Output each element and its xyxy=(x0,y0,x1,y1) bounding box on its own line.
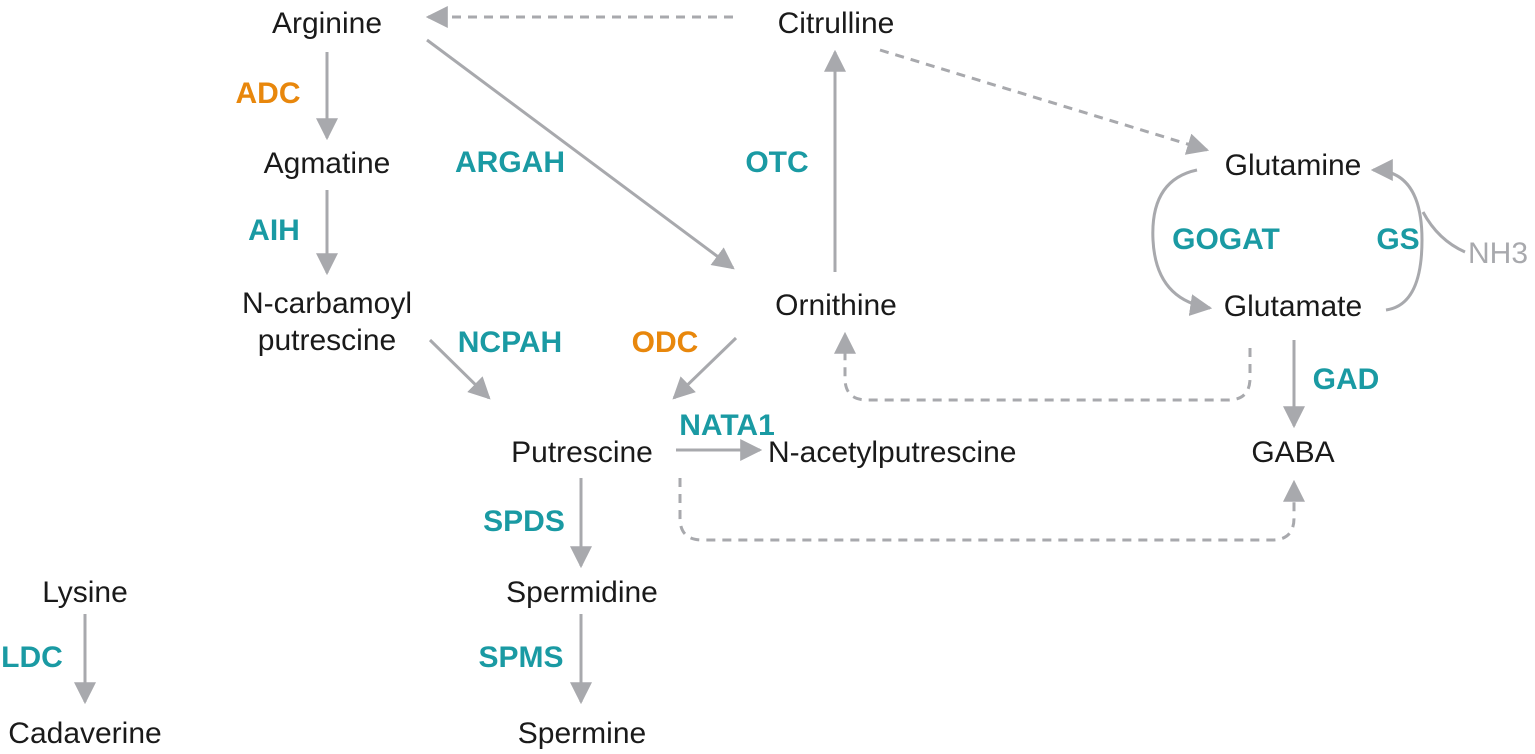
enzyme-otc: OTC xyxy=(745,146,808,179)
enzymes: ADC ARGAH OTC AIH GOGAT GS NCPAH ODC GAD… xyxy=(1,77,1420,674)
edge-ornithine-to-putrescine xyxy=(672,336,738,400)
metabolite-agmatine: Agmatine xyxy=(264,147,391,180)
metabolite-ornithine: Ornithine xyxy=(775,289,897,322)
metabolite-spermidine: Spermidine xyxy=(506,576,658,609)
metabolite-spermine: Spermine xyxy=(518,717,646,750)
edge-citrulline-to-glutamine xyxy=(879,48,1210,155)
edges xyxy=(74,6,1466,705)
enzyme-nata1: NATA1 xyxy=(679,409,775,442)
edge-glutamate-to-ornithine xyxy=(834,331,1252,402)
metabolite-n-carbamoyl-line2: putrescine xyxy=(258,324,396,357)
edge-glutamine-to-glutamate xyxy=(1151,168,1213,316)
edge-ncarbamoyl-to-putrescine xyxy=(428,338,491,400)
metabolite-cadaverine: Cadaverine xyxy=(8,717,161,750)
metabolite-citrulline: Citrulline xyxy=(778,7,895,40)
edge-glutamate-to-glutamine xyxy=(1370,159,1424,312)
enzyme-spds: SPDS xyxy=(483,505,565,538)
edge-arginine-to-ornithine xyxy=(426,38,735,270)
edge-nh3-to-gs xyxy=(1421,211,1466,254)
enzyme-adc: ADC xyxy=(236,77,301,110)
metabolite-glutamate: Glutamate xyxy=(1224,290,1362,323)
enzyme-ldc: LDC xyxy=(1,641,63,674)
enzyme-gs: GS xyxy=(1376,223,1419,256)
edge-putrescine-to-gaba xyxy=(678,478,1305,542)
metabolite-gaba: GABA xyxy=(1251,436,1334,469)
enzyme-aih: AIH xyxy=(248,214,300,247)
metabolite-putrescine: Putrescine xyxy=(511,436,653,469)
enzyme-argah: ARGAH xyxy=(455,146,565,179)
metabolite-arginine: Arginine xyxy=(272,7,382,40)
enzyme-gad: GAD xyxy=(1313,363,1380,396)
metabolite-lysine: Lysine xyxy=(42,576,128,609)
metabolite-nh3: NH3 xyxy=(1468,237,1528,270)
enzyme-ncpah: NCPAH xyxy=(458,326,562,359)
enzyme-spms: SPMS xyxy=(478,641,563,674)
enzyme-odc: ODC xyxy=(632,326,699,359)
metabolite-n-acetylputrescine: N-acetylputrescine xyxy=(768,436,1016,469)
enzyme-gogat: GOGAT xyxy=(1172,223,1280,256)
metabolite-glutamine: Glutamine xyxy=(1225,149,1362,182)
metabolite-n-carbamoyl-line1: N-carbamoyl xyxy=(242,287,412,320)
metabolites: Arginine Citrulline Agmatine N-carbamoyl… xyxy=(8,7,1528,750)
